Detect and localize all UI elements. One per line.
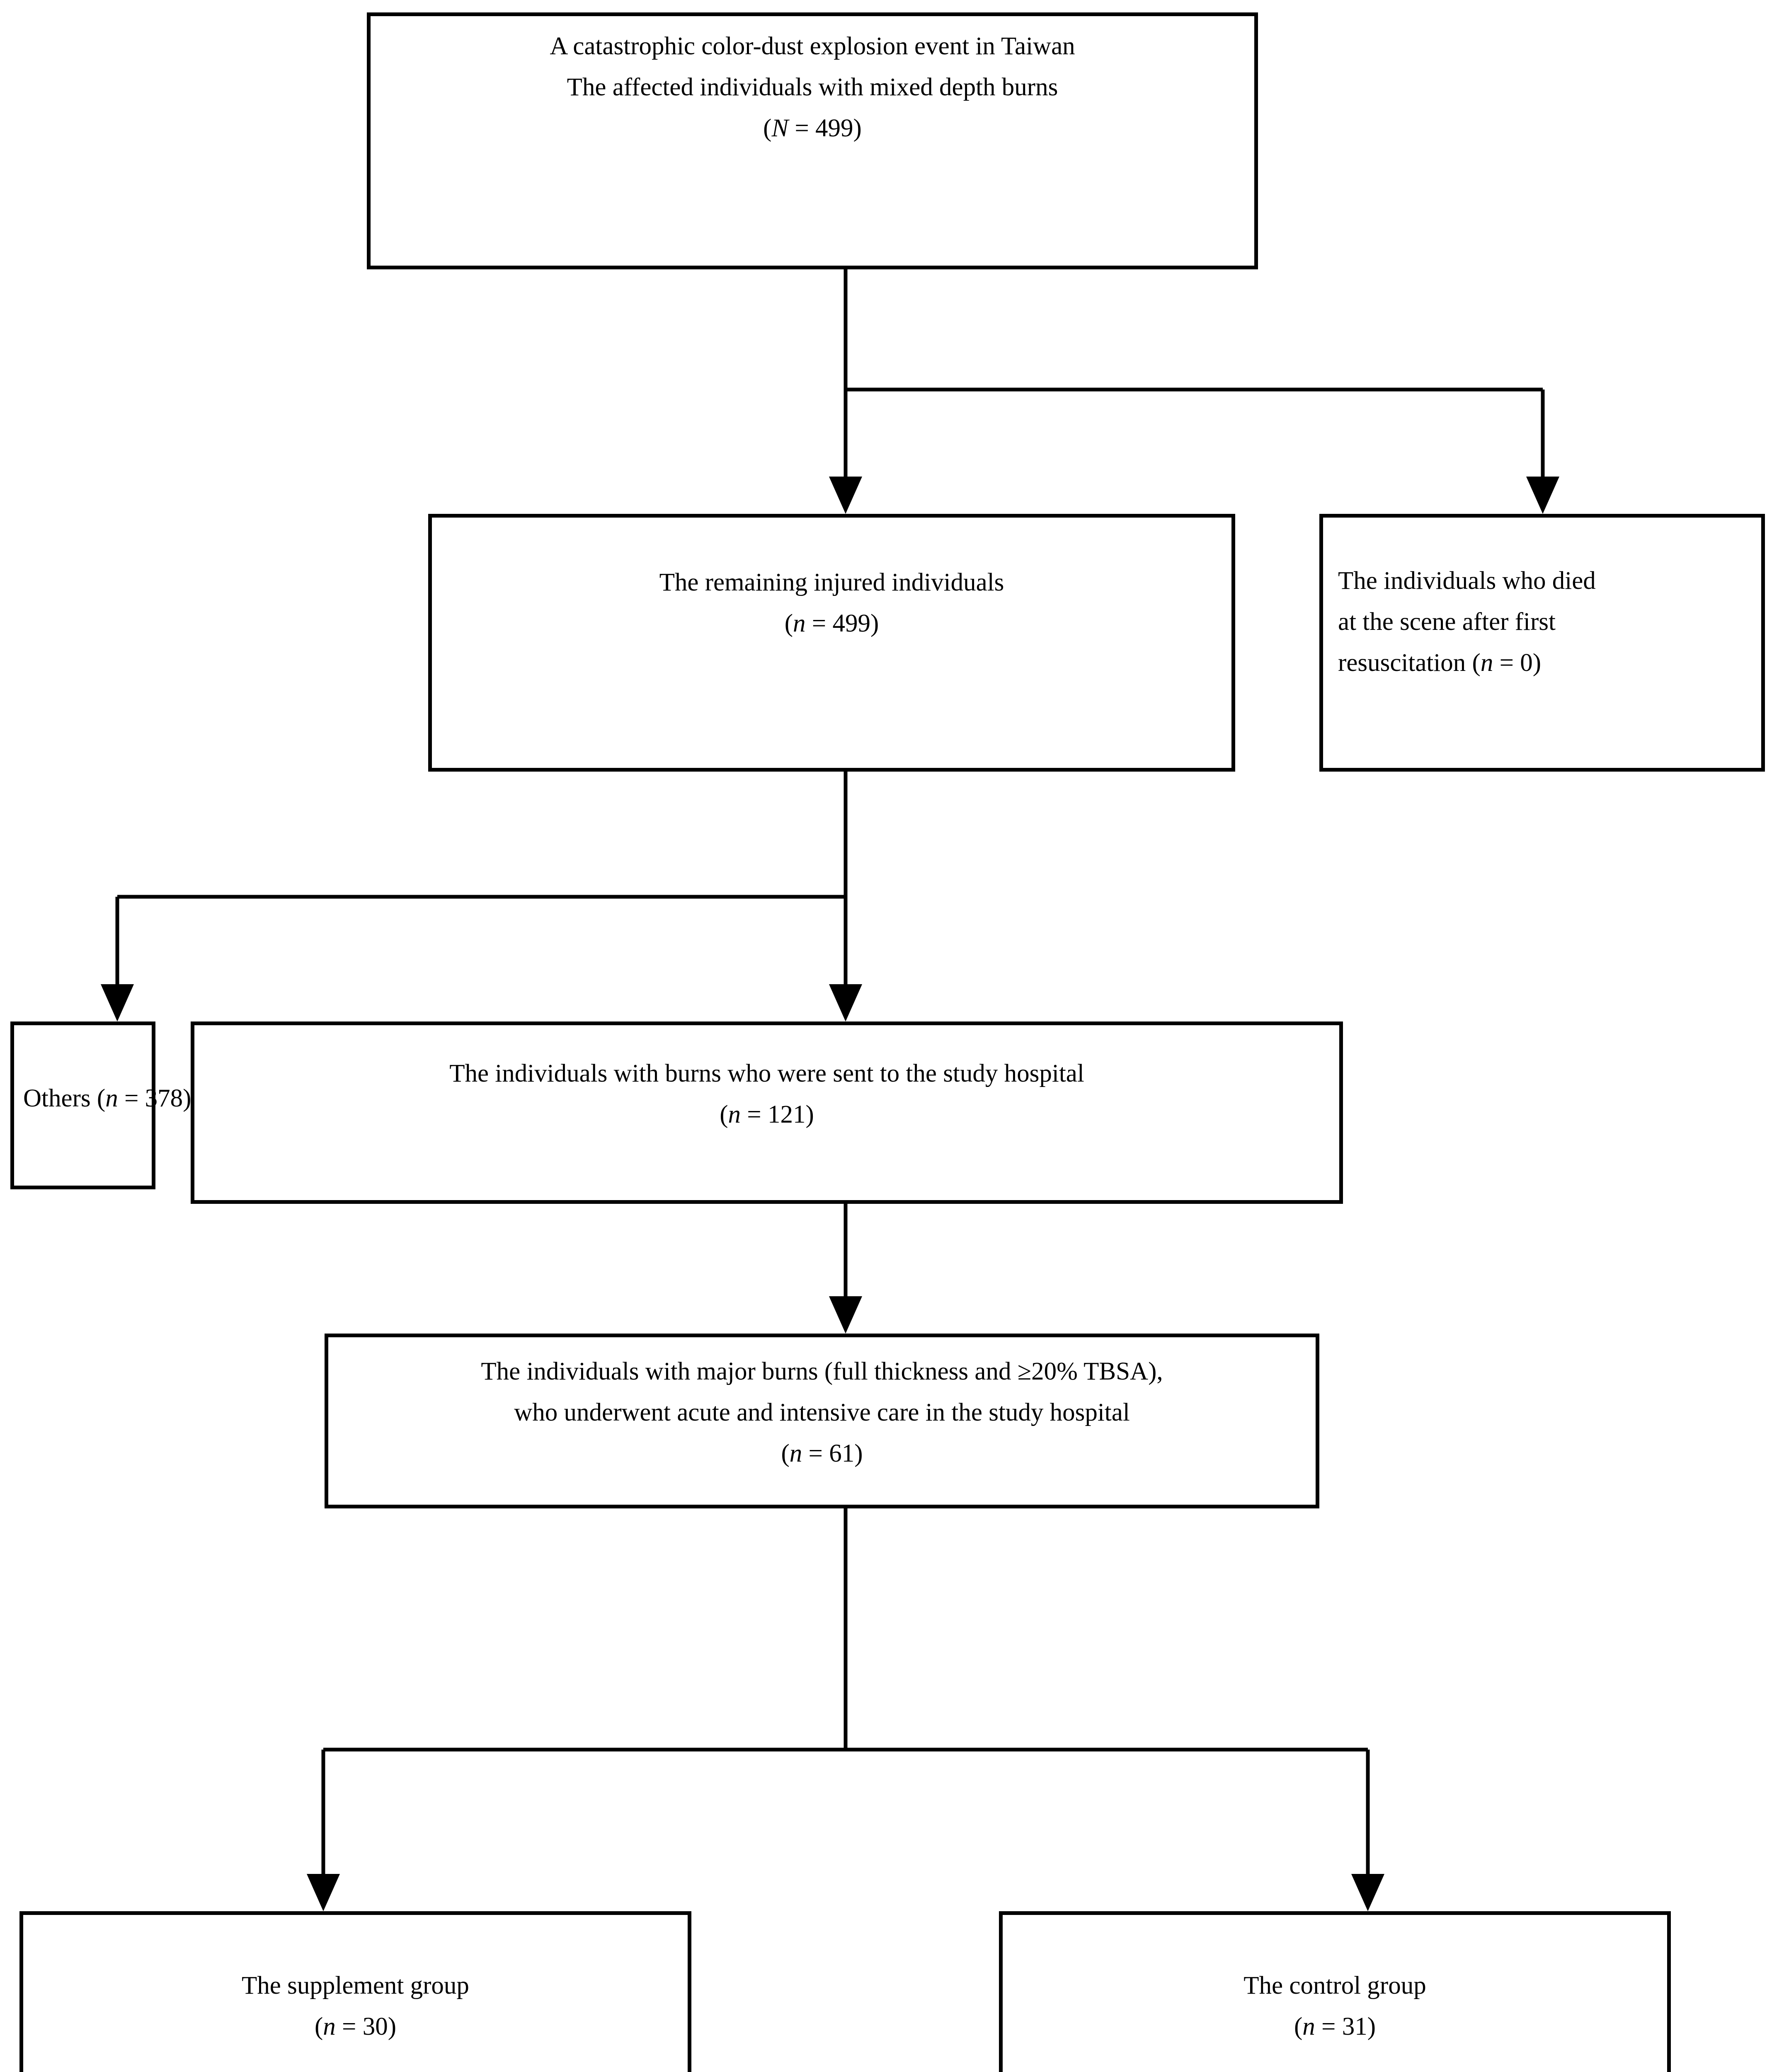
node-supplement-text: The supplement group (n = 30) [23,1915,688,2048]
node-supplement-line1: The supplement group [242,1972,469,1999]
arrowhead-to-supplement [307,1874,340,1911]
node-major-count-symbol: n [789,1439,802,1467]
node-event-line2: The affected individuals with mixed dept… [567,73,1058,101]
node-control-group: The control group (n = 31) [999,1911,1671,2072]
node-remaining-count-symbol: n [793,609,806,637]
node-others-count-symbol: n [105,1084,118,1112]
node-control-count: (n = 31) [1012,2007,1658,2048]
node-control-count-value: = 31 [1315,2012,1367,2041]
node-supplement-count: (n = 30) [32,2007,679,2048]
node-event-population: A catastrophic color-dust explosion even… [367,12,1258,269]
node-event-count-open: ( [763,114,772,142]
node-event-text: A catastrophic color-dust explosion even… [371,16,1254,149]
node-died-count-symbol: n [1480,649,1493,677]
arrowhead-to-died [1526,477,1559,514]
node-major-count-close: ) [854,1439,863,1467]
node-others-label: Others ( [23,1084,106,1112]
node-died-text: The individuals who died at the scene af… [1323,518,1761,683]
node-remaining-injured: The remaining injured individuals (n = 4… [428,514,1235,772]
arrowhead-to-others [101,984,134,1021]
node-event-count: (N = 499) [380,108,1245,149]
node-event-count-value: = 499 [788,114,853,142]
arrowhead-to-major [829,1296,862,1334]
node-hospital-count-symbol: n [728,1100,741,1128]
node-remaining-count-close: ) [870,609,879,637]
node-control-line1: The control group [1243,1972,1426,1999]
arrowhead-to-control [1351,1874,1384,1911]
node-major-count-value: = 61 [802,1439,855,1467]
node-hospital-text: The individuals with burns who were sent… [194,1025,1339,1135]
node-remaining-text: The remaining injured individuals (n = 4… [432,518,1231,644]
node-event-count-symbol: N [771,114,789,142]
node-event-line1: A catastrophic color-dust explosion even… [550,32,1075,60]
arrowhead-to-hospital [829,984,862,1021]
node-supplement-count-value: = 30 [335,2012,388,2041]
node-died-line1: The individuals who died [1338,567,1596,595]
node-supplement-count-open: ( [314,2012,323,2041]
node-major-burns-intensive-care: The individuals with major burns (full t… [325,1334,1319,1508]
node-hospital-count-close: ) [805,1100,814,1128]
node-hospital-line1: The individuals with burns who were sent… [449,1060,1084,1087]
node-major-line2: who underwent acute and intensive care i… [514,1398,1130,1426]
node-major-count: (n = 61) [337,1433,1306,1474]
node-hospital-count: (n = 121) [204,1094,1330,1135]
node-supplement-group: The supplement group (n = 30) [19,1911,691,2072]
node-control-count-close: ) [1367,2012,1376,2041]
arrowhead-to-remaining [829,477,862,514]
node-died-line3: resuscitation (n = 0) [1338,643,1749,684]
node-died-count-value: = 0 [1493,649,1533,677]
node-others: Others (n = 378) [10,1021,191,1189]
node-control-text: The control group (n = 31) [1003,1915,1667,2048]
node-sent-to-study-hospital: The individuals with burns who were sent… [191,1021,1343,1204]
node-control-count-open: ( [1294,2012,1303,2041]
node-remaining-count-value: = 499 [805,609,870,637]
node-others-count-close: ) [183,1084,191,1112]
node-hospital-count-open: ( [720,1100,728,1128]
node-major-count-open: ( [781,1439,790,1467]
node-others-line1: Others (n = 378) [23,1078,191,1119]
node-remaining-line1: The remaining injured individuals [659,569,1004,596]
node-major-line1: The individuals with major burns (full t… [481,1358,1163,1385]
node-supplement-count-close: ) [388,2012,397,2041]
node-event-count-close: ) [853,114,862,142]
node-remaining-count: (n = 499) [441,603,1222,644]
node-supplement-count-symbol: n [323,2012,336,2041]
node-died-count-close: ) [1532,649,1542,677]
node-control-count-symbol: n [1302,2012,1315,2041]
node-others-text: Others (n = 378) [14,1025,191,1119]
node-died-at-scene: The individuals who died at the scene af… [1319,514,1765,772]
node-died-line2: at the scene after first [1338,608,1556,636]
node-major-text: The individuals with major burns (full t… [328,1337,1316,1474]
node-died-line3-prefix: resuscitation ( [1338,649,1481,677]
node-others-count-value: = 378 [118,1084,183,1112]
node-remaining-count-open: ( [784,609,793,637]
node-hospital-count-value: = 121 [741,1100,806,1128]
